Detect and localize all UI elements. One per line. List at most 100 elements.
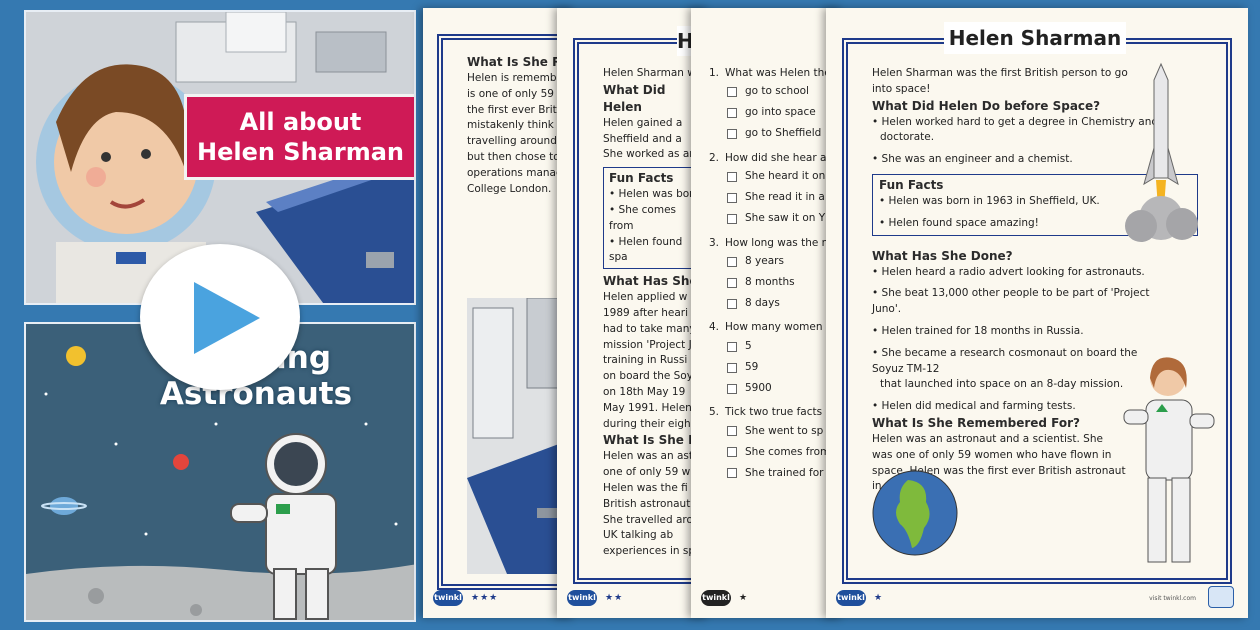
option-text: She heard it on <box>745 170 826 183</box>
sheet2-line: Helen was the fi <box>603 481 688 494</box>
option-text: She went to sp <box>745 424 824 437</box>
body-line: Helen was an astronaut and a scientist. … <box>872 432 1103 445</box>
bullet-continuation: doctorate. <box>880 131 935 144</box>
sheet1-line: operations manag <box>467 166 563 179</box>
checkbox[interactable] <box>727 426 737 437</box>
body-line: space. Helen was the first ever British … <box>872 464 1126 477</box>
question: 5.Tick two true facts a <box>709 405 843 421</box>
fun-fact: She comes from <box>609 203 701 235</box>
footer-url[interactable]: visit twinkl.com <box>1149 595 1196 602</box>
checkbox[interactable] <box>727 383 737 394</box>
section-heading: What Is She Remembered For? <box>872 415 1080 430</box>
bullet-item: She beat 13,000 other people to be part … <box>872 286 1172 318</box>
checkbox[interactable] <box>727 214 737 225</box>
bullet-item: Helen did medical and farming tests. <box>872 399 1172 415</box>
option-text: 8 months <box>745 275 795 288</box>
sheet1-line: is one of only 59 <box>467 87 554 100</box>
answer-option[interactable]: She comes from <box>709 442 843 463</box>
answer-option[interactable]: 8 days <box>709 293 843 314</box>
answer-option[interactable]: She saw it on Y <box>709 209 843 230</box>
question-text: How long was the m <box>725 236 832 249</box>
question-number: 2. <box>709 151 720 164</box>
checkbox[interactable] <box>727 108 737 119</box>
difficulty-stars: ★ <box>739 593 749 603</box>
option-text: 5 <box>745 339 752 352</box>
twinkl-logo: twinkl <box>701 590 731 606</box>
answer-option[interactable]: 5 <box>709 336 843 357</box>
question-text: What was Helen the <box>725 67 831 79</box>
sheet2-line: 1989 after heari <box>603 306 689 319</box>
checkbox[interactable] <box>727 341 737 352</box>
helen-astronaut-illustration <box>1123 357 1215 563</box>
bullet-item: Helen trained for 18 months in Russia. <box>872 324 1172 340</box>
option-text: 5900 <box>745 381 772 394</box>
sheet-footer: twinkl ★ <box>701 590 748 606</box>
difficulty-stars: ★★★ <box>471 593 499 603</box>
checkbox[interactable] <box>727 277 737 288</box>
sheet-footer: twinkl ★ <box>836 590 883 606</box>
sheet1-line: Helen is remember <box>467 72 568 84</box>
sheet1-line: but then chose to <box>467 150 560 163</box>
play-button[interactable] <box>140 244 300 390</box>
fun-fact: Helen found spa <box>609 235 701 267</box>
sheet1-line: College London. <box>467 182 552 195</box>
worksheet-three-star[interactable]: What Is She Re Helen is remember is one … <box>423 8 575 618</box>
checkbox[interactable] <box>727 87 737 98</box>
checkbox[interactable] <box>727 468 737 479</box>
worksheet-two-star[interactable]: H Helen Sharman w What Did Helen Helen g… <box>557 8 709 618</box>
answer-option[interactable]: She trained for <box>709 463 843 484</box>
bullet-item: She was an engineer and a chemist. <box>872 152 1172 168</box>
difficulty-stars: ★ <box>874 593 884 603</box>
sheet1-text: What Is She Re Helen is remember is one … <box>467 54 575 197</box>
sheet1-line: mistakenly think t <box>467 119 562 132</box>
checkbox[interactable] <box>727 362 737 373</box>
question-number: 5. <box>709 406 720 419</box>
checkbox[interactable] <box>727 256 737 267</box>
bullet-continuation: that launched into space on an 8-day mis… <box>880 378 1124 391</box>
answer-option[interactable]: 8 months <box>709 272 843 293</box>
slide-all-about-helen[interactable]: All about Helen Sharman <box>24 10 416 305</box>
sheet2-line: on board the Soy <box>603 370 693 383</box>
difficulty-stars: ★★ <box>605 593 624 603</box>
answer-option[interactable]: She read it in a <box>709 188 843 209</box>
worksheet-helen-sharman[interactable]: Helen Sharman Helen Sharman was the firs… <box>826 8 1248 618</box>
title-line-2: Helen Sharman <box>197 138 404 166</box>
worksheet-questions[interactable]: 1.What was Helen the go to school go int… <box>691 8 843 618</box>
checkbox[interactable] <box>727 172 737 183</box>
answer-option[interactable]: go into space <box>709 103 843 124</box>
question: 2.How did she hear ab <box>709 151 843 167</box>
play-icon <box>194 282 260 354</box>
sheet2-line: Helen gained a <box>603 116 683 129</box>
twinkl-logo: twinkl <box>567 590 597 606</box>
earth-globe-illustration <box>872 470 958 556</box>
sheet2-line: on 18th May 19 <box>603 385 686 398</box>
option-text: 8 years <box>745 254 784 267</box>
bullet-item: Helen heard a radio advert looking for a… <box>872 265 1172 281</box>
answer-option[interactable]: 5900 <box>709 378 843 399</box>
bullet-item: Helen worked hard to get a degree in Che… <box>872 115 1172 131</box>
intro-line: Helen Sharman was the first British pers… <box>872 67 1128 79</box>
answer-option[interactable]: 59 <box>709 357 843 378</box>
sheet2-line: during their eight <box>603 417 695 430</box>
answer-option[interactable]: She heard it on <box>709 167 843 188</box>
answer-option[interactable]: She went to sp <box>709 421 843 442</box>
sheet-frame <box>573 38 709 584</box>
answer-option[interactable]: 8 years <box>709 251 843 272</box>
section-heading: What Has She Done? <box>872 248 1013 263</box>
checkbox[interactable] <box>727 447 737 458</box>
sheet2-intro: Helen Sharman w <box>603 67 696 79</box>
fun-facts-box: Fun Facts Helen was born in 1963 in Shef… <box>872 173 1198 236</box>
option-text: 59 <box>745 360 759 373</box>
checkbox[interactable] <box>727 129 737 140</box>
sheet2-line: Sheffield and a <box>603 132 682 145</box>
answer-option[interactable]: go to school <box>709 82 843 103</box>
checkbox[interactable] <box>727 193 737 204</box>
option-text: She comes from <box>745 445 831 458</box>
answer-option[interactable]: go to Sheffield <box>709 124 843 145</box>
option-text: She read it in a <box>745 191 825 204</box>
option-text: go to Sheffield <box>745 127 822 140</box>
sheet1-heading: What Is She Re <box>467 55 570 69</box>
question: 1.What was Helen the <box>709 66 843 82</box>
sheet2-line: one of only 59 w <box>603 466 691 479</box>
checkbox[interactable] <box>727 298 737 309</box>
